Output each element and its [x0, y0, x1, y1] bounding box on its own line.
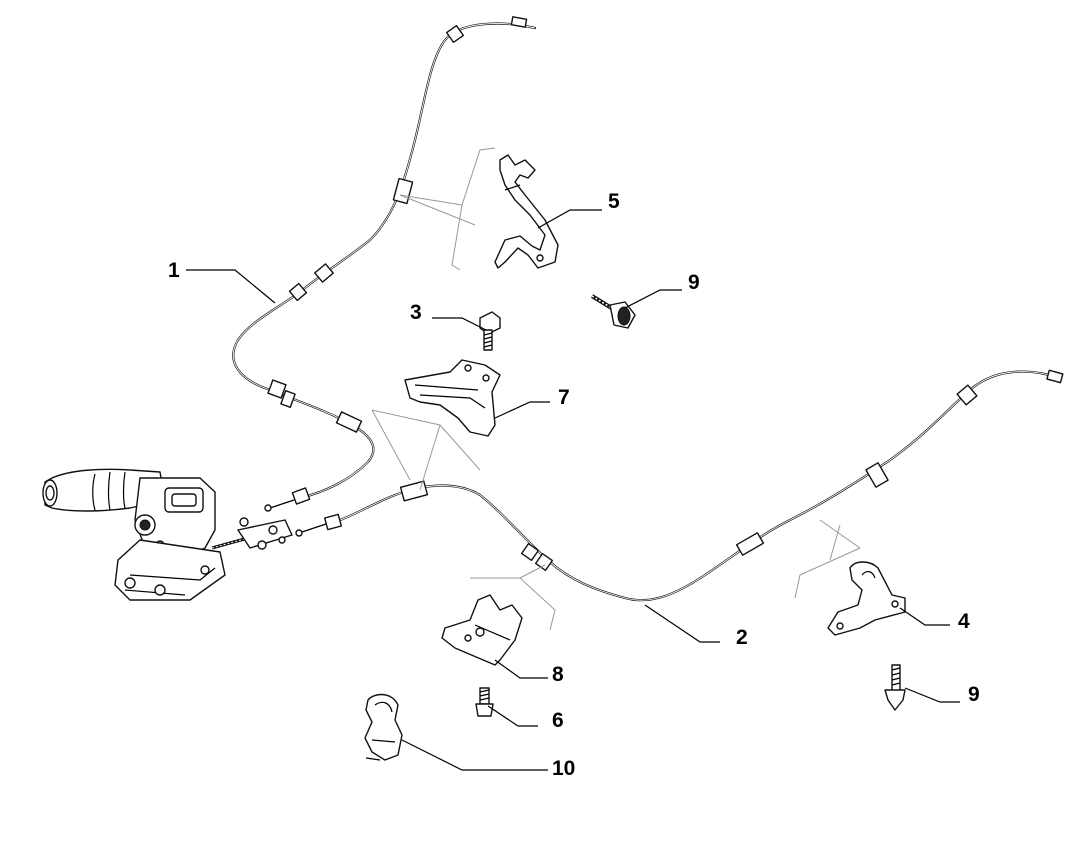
cable-1 — [232, 16, 537, 512]
handbrake-lever-assembly — [42, 468, 293, 601]
callout-3: 3 — [410, 301, 422, 324]
leader-lines — [186, 209, 960, 771]
bracket-part-7 — [404, 359, 501, 437]
callout-5: 5 — [608, 190, 620, 213]
callout-9-lower: 9 — [968, 683, 980, 706]
callout-1: 1 — [168, 259, 180, 282]
callout-2: 2 — [736, 626, 748, 649]
bracket-part-8 — [441, 594, 523, 666]
routing-guides — [371, 147, 861, 631]
cable-2 — [295, 369, 1064, 602]
callout-8: 8 — [552, 663, 564, 686]
bolt-part-9-upper — [590, 294, 636, 329]
bolt-part-6 — [475, 687, 494, 717]
bracket-part-5 — [494, 154, 559, 269]
callout-4: 4 — [958, 610, 970, 633]
callout-10: 10 — [552, 757, 575, 780]
callout-9-upper: 9 — [688, 271, 700, 294]
callouts: 1 2 3 4 5 6 7 8 9 9 10 — [168, 190, 980, 780]
bolt-part-9-lower — [884, 664, 906, 711]
callout-7: 7 — [558, 386, 570, 409]
bracket-part-4 — [827, 561, 906, 636]
bolt-part-3 — [479, 311, 501, 351]
clip-part-10 — [364, 693, 403, 761]
callout-6: 6 — [552, 709, 564, 732]
